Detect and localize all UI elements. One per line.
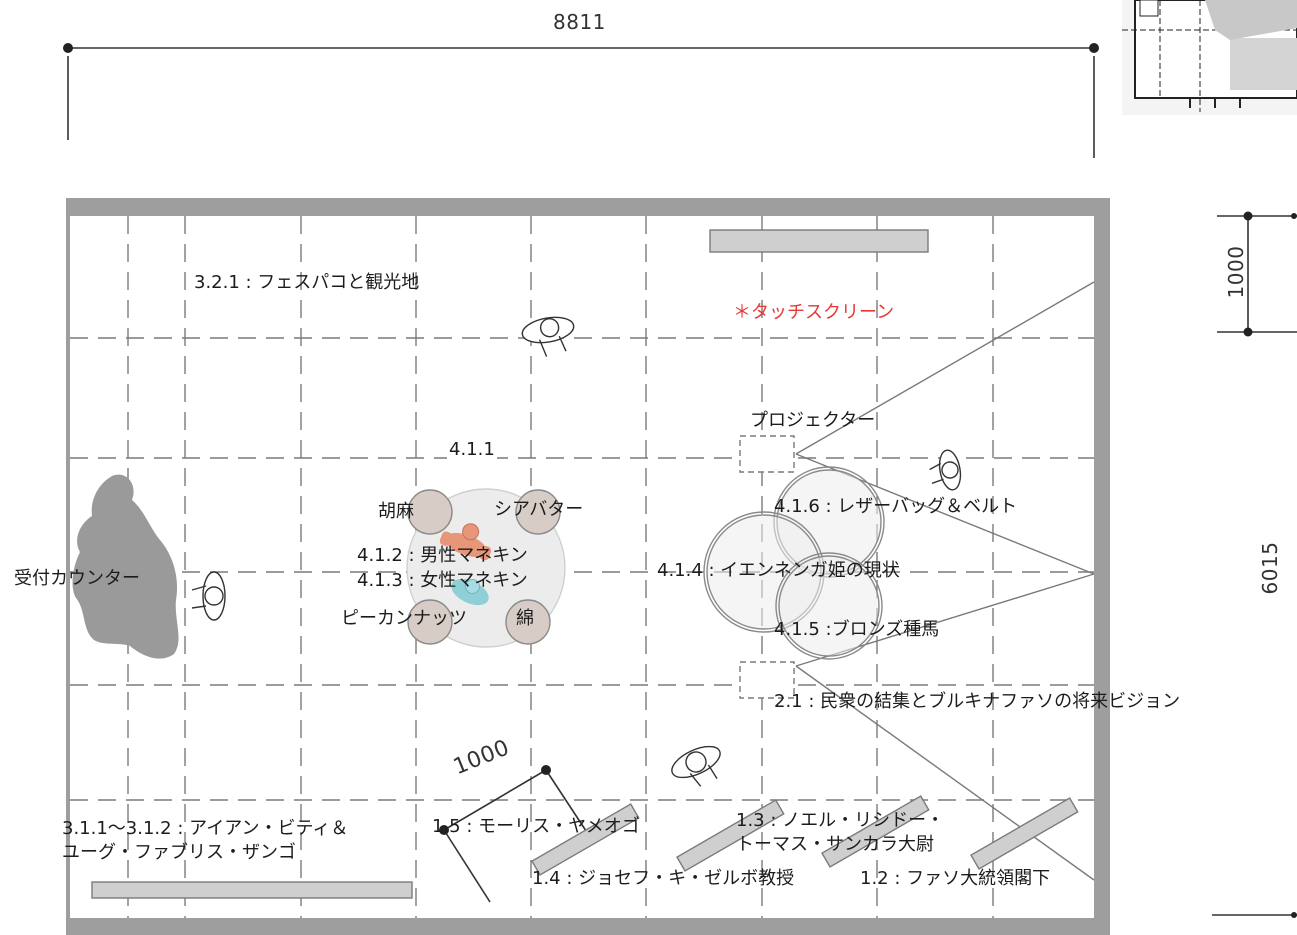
- female-mannequin-icon: [451, 578, 489, 606]
- shea-label: シアバター: [494, 499, 584, 520]
- princess-label: 4.1.4 : イエンネンガ姫の現状: [657, 560, 900, 581]
- section-411-label: 4.1.1: [447, 439, 497, 461]
- sesame-circle: [407, 489, 453, 535]
- president-label: 1.2 : ファソ大統領閣下: [860, 868, 1051, 889]
- visitor-figure-3: [191, 571, 226, 621]
- right-dimension-1000: [1212, 211, 1297, 918]
- vision-label: 2.1 : 民衆の結集とブルキナファソの将来ビジョン: [774, 691, 1181, 712]
- leather-label: 4.1.6 : レザーバッグ＆ベルト: [774, 496, 1018, 517]
- touchscreen-panel: [709, 229, 929, 253]
- bronze-circle-outer: [775, 552, 883, 660]
- visitor-figure-4: [671, 745, 721, 787]
- maurice-label: 1.5 : モーリス・ヤメオゴ: [432, 816, 640, 837]
- diagonal-dimension: [439, 765, 593, 903]
- noel-label-line2: トーマス・サンカラ大尉: [736, 834, 934, 855]
- pecan-circle: [407, 599, 453, 645]
- dimension-right-1000: 1000: [1224, 245, 1248, 299]
- projector-bottom: [739, 661, 795, 699]
- dimension-height-right: 6015: [1258, 541, 1282, 595]
- reception-counter: [72, 474, 179, 659]
- reception-label: 受付カウンター: [14, 568, 140, 589]
- visitor-figure-2: [929, 449, 962, 491]
- room-walls: [66, 198, 1110, 935]
- shea-circle: [515, 489, 561, 535]
- pecan-label: ピーカンナッツ: [341, 608, 467, 629]
- dimension-width-top: 8811: [553, 10, 606, 34]
- sesame-label: 胡麻: [378, 501, 414, 522]
- cotton-circle: [505, 599, 551, 645]
- projector-top: [739, 435, 795, 473]
- mannequin-platform: [406, 488, 566, 648]
- top-dimension-line: [63, 43, 1099, 158]
- touchscreen-label: ＊タッチスクリーン: [733, 302, 895, 323]
- male-mannequin-icon: [439, 523, 492, 561]
- iron-label-line2: ユーグ・ファブリス・ザンゴ: [62, 842, 296, 863]
- wall-panels: [91, 795, 1079, 899]
- tourism-label: 3.2.1 : フェスパコと観光地: [194, 272, 420, 293]
- iron-label-line1: 3.1.1〜3.1.2 : アイアン・ビティ＆: [62, 818, 349, 839]
- mini-map-thumbnail: [1122, 0, 1297, 115]
- projector-label: プロジェクター: [750, 410, 876, 431]
- cotton-label: 綿: [516, 608, 534, 629]
- right-display-circles: [703, 466, 885, 660]
- bronze-label: 4.1.5 :ブロンズ種馬: [774, 619, 940, 640]
- bronze-circle: [778, 555, 880, 657]
- visitor-figure-1: [521, 316, 575, 357]
- female-mannequin-label: 4.1.3 : 女性マネキン: [357, 570, 528, 591]
- noel-label-line1: 1.3 : ノエル・リシドー・: [736, 810, 945, 831]
- male-mannequin-label: 4.1.2 : 男性マネキン: [357, 545, 528, 566]
- joseph-label: 1.4 : ジョセフ・キ・ゼルボ教授: [532, 868, 795, 889]
